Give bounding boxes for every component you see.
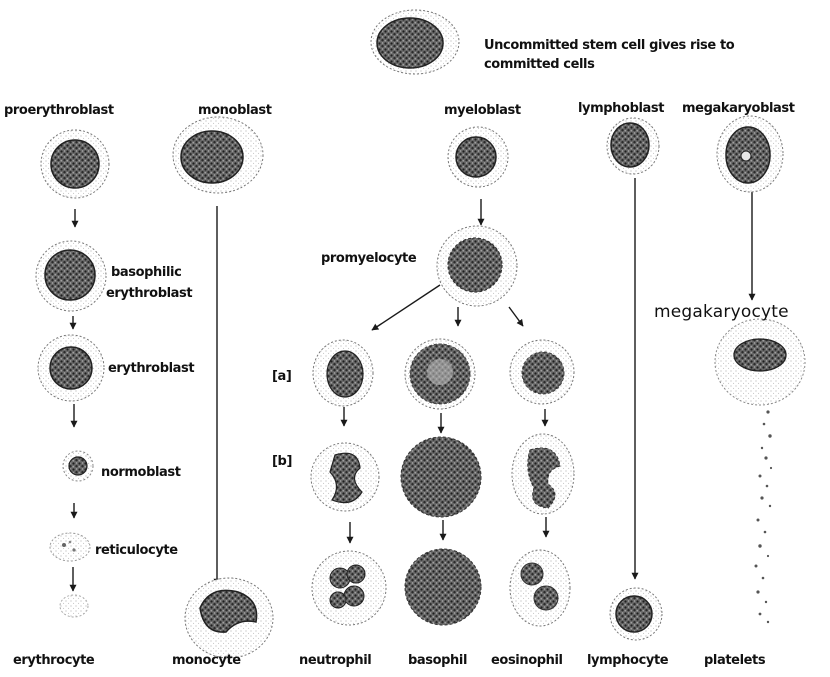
myeloblast-label: myeloblast	[444, 103, 521, 118]
eosinophil-label: eosinophil	[491, 653, 563, 668]
promyelocyte-label: promyelocyte	[321, 251, 417, 266]
stem-cell-label-line1: Uncommitted stem cell gives rise to	[484, 38, 735, 53]
normoblast-cell	[63, 451, 93, 481]
monoblast-label: monoblast	[198, 103, 272, 118]
basophil-b-cell	[401, 437, 481, 517]
monoblast-cell	[173, 117, 263, 193]
basophil-a-cell	[405, 339, 475, 409]
normoblast-label: normoblast	[101, 465, 181, 480]
monocyte-cell	[185, 578, 273, 658]
stage-b-label: [b]	[272, 454, 292, 469]
megakaryocyte-label: megakaryocyte	[654, 302, 789, 322]
eosinophil-cell	[510, 550, 570, 626]
neutrophil-cell	[312, 551, 386, 625]
basophilic-erythroblast-cell	[36, 241, 106, 311]
platelets-label: platelets	[704, 653, 766, 668]
megakaryoblast-cell	[717, 116, 783, 192]
stem-cell	[371, 10, 459, 74]
basophilic-erythroblast-label-line2: erythroblast	[106, 286, 192, 301]
megakaryoblast-label: megakaryoblast	[682, 101, 795, 116]
basophil-label: basophil	[408, 653, 467, 668]
stem-cell-label-line2: committed cells	[484, 57, 595, 72]
erythroblast-label: erythroblast	[108, 361, 194, 376]
labels: Uncommitted stem cell gives rise to comm…	[4, 38, 795, 668]
lymphoblast-cell	[607, 118, 659, 174]
neutrophil-a-cell	[313, 340, 373, 406]
erythroblast-cell	[38, 335, 104, 401]
lymphocyte-cell	[610, 588, 662, 640]
basophilic-erythroblast-label-line1: basophilic	[111, 265, 181, 280]
myeloblast-cell	[448, 127, 508, 187]
neutrophil-b-cell	[311, 443, 379, 511]
megakaryocyte-cell	[715, 319, 805, 405]
proerythroblast-label: proerythroblast	[4, 103, 114, 118]
erythrocyte-label: erythrocyte	[13, 653, 95, 668]
promyelocyte-cell	[437, 226, 517, 306]
monocyte-label: monocyte	[172, 653, 241, 668]
arrow-promyelocyte-to-neutrophil-line	[372, 285, 440, 330]
proerythroblast-cell	[41, 130, 109, 198]
platelets-cells	[755, 410, 773, 623]
eosinophil-b-cell	[512, 434, 574, 514]
erythrocyte-cell	[60, 595, 88, 617]
stage-a-label: [a]	[272, 369, 291, 384]
lymphoblast-label: lymphoblast	[578, 101, 664, 116]
lymphocyte-label: lymphocyte	[587, 653, 669, 668]
basophil-cell	[405, 549, 481, 625]
arrow-promyelocyte-to-eosinophil-line	[509, 307, 523, 326]
reticulocyte-label: reticulocyte	[95, 543, 178, 558]
neutrophil-label: neutrophil	[299, 653, 371, 668]
eosinophil-a-cell	[510, 340, 574, 404]
reticulocyte-cell	[50, 533, 90, 561]
